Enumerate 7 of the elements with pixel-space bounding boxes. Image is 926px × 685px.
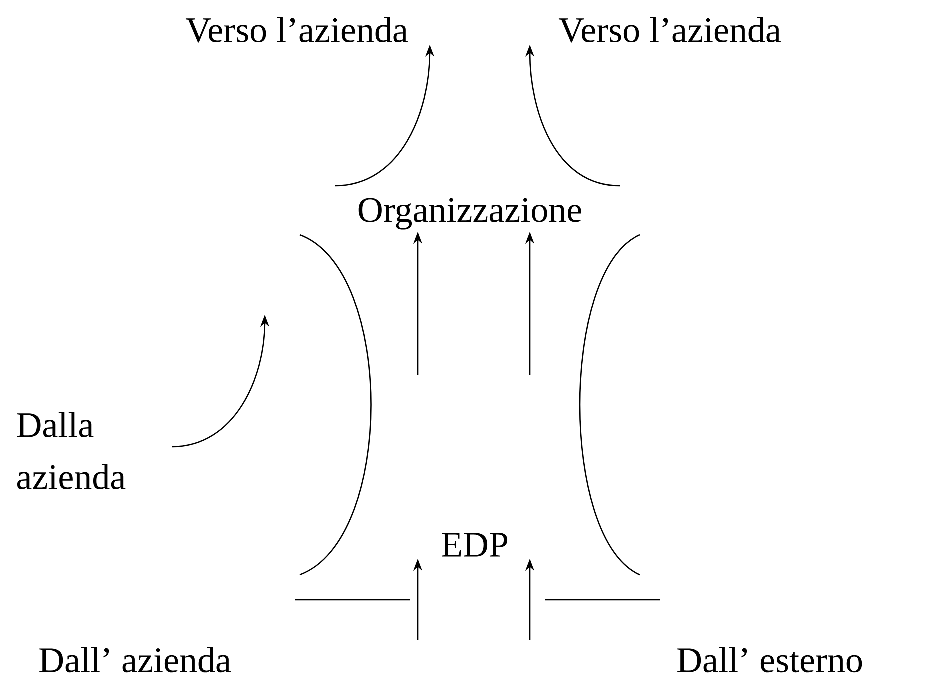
text-label: Dall’ esterno [678, 647, 862, 673]
text-label: Dalla azienda [17, 412, 126, 490]
text-label: Organizzazione [358, 198, 582, 230]
text-label: Dall’ azienda [40, 647, 231, 673]
text-label: EDP [442, 533, 508, 557]
text-label: Verso l’azienda [186, 17, 408, 43]
text-label: Verso l’azienda [558, 17, 781, 43]
